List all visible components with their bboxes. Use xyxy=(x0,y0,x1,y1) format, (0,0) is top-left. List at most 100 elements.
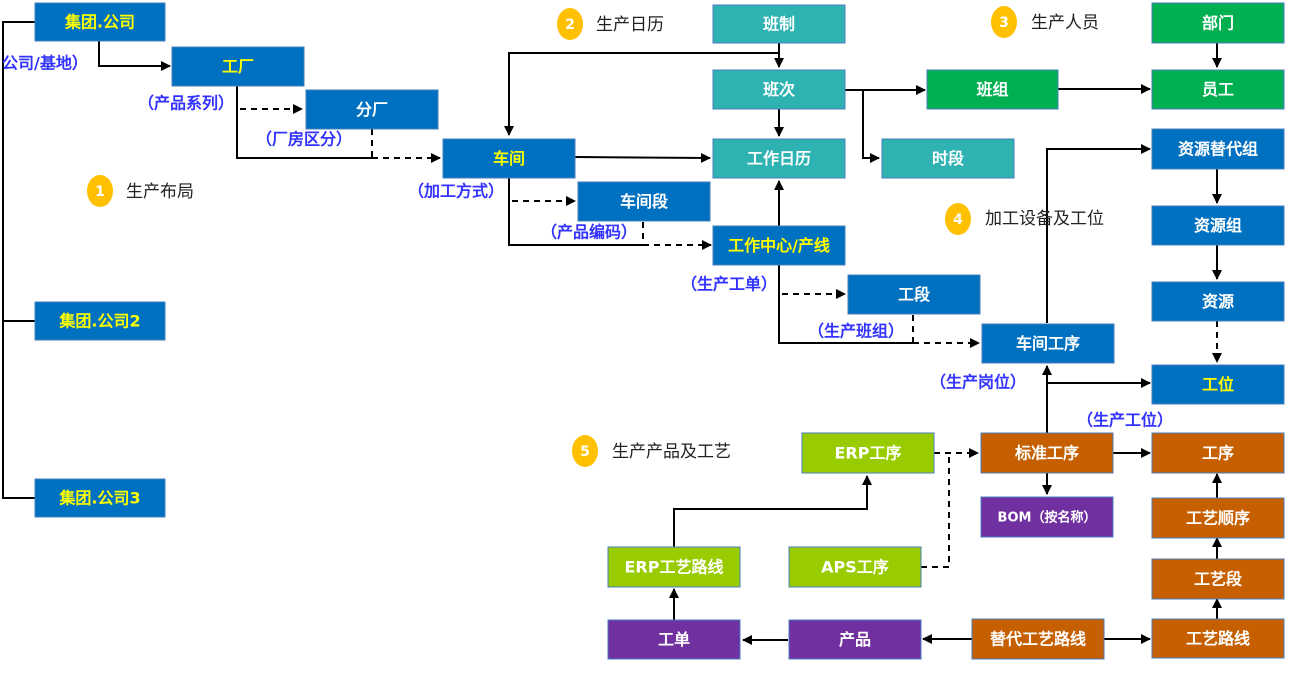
node-box xyxy=(847,274,981,315)
node-label: 班制 xyxy=(763,15,795,34)
node-label: 分厂 xyxy=(356,100,388,119)
note-product-code: （产品编码） xyxy=(541,223,637,242)
edge-process-altgroup xyxy=(1046,144,1151,323)
node-label: 车间工序 xyxy=(1016,334,1080,353)
node-box xyxy=(1151,558,1285,600)
badge-4-icon xyxy=(945,203,971,235)
note-production-team: （生产班组） xyxy=(808,322,904,341)
section-5: 5 生产产品及工艺 xyxy=(572,435,731,467)
node-label: 资源替代组 xyxy=(1178,140,1258,159)
section-4: 4 加工设备及工位 xyxy=(945,203,1104,235)
node-label: 车间段 xyxy=(620,192,669,211)
node-section: 工段 xyxy=(847,274,981,315)
node-label: 集团.公司2 xyxy=(58,312,140,331)
node-label: 标准工序 xyxy=(1014,444,1079,463)
node-box xyxy=(1151,281,1285,322)
connectors xyxy=(2,21,1222,645)
edge-workshop-wc xyxy=(508,178,643,246)
node-time-period: 时段 xyxy=(881,138,1015,179)
node-box xyxy=(607,546,741,588)
section-2: 2 生产日历 xyxy=(557,8,664,40)
node-label: 工作日历 xyxy=(747,149,811,168)
node-standard-process: 标准工序 xyxy=(980,432,1114,474)
note-company-base: 公司/基地） xyxy=(2,54,88,73)
node-team: 班组 xyxy=(926,69,1059,110)
node-label: 资源组 xyxy=(1194,216,1242,235)
node-box xyxy=(1151,128,1285,170)
node-label: 工序 xyxy=(1202,444,1234,463)
node-label: 工艺顺序 xyxy=(1186,509,1250,528)
section-1-label: 生产布局 xyxy=(126,182,194,202)
node-workshop: 车间 xyxy=(442,138,576,179)
node-work-order: 工单 xyxy=(607,619,741,660)
section-1: 1 生产布局 xyxy=(87,175,194,207)
node-label: 工作中心/产线 xyxy=(728,236,830,255)
node-label: 工位 xyxy=(1202,375,1234,394)
section-4-label: 加工设备及工位 xyxy=(985,209,1104,229)
node-label: 工段 xyxy=(898,285,931,304)
node-box xyxy=(1151,618,1285,659)
node-box xyxy=(801,432,935,474)
node-product: 产品 xyxy=(788,619,922,660)
node-box xyxy=(788,546,922,588)
edge-shift-period xyxy=(862,90,880,163)
node-employee: 员工 xyxy=(1151,69,1285,110)
node-label: 产品 xyxy=(839,630,871,649)
node-resource: 资源 xyxy=(1151,281,1285,322)
badge-4-number: 4 xyxy=(953,212,963,228)
edge-workshop-calendar xyxy=(574,152,711,163)
node-aps-process: APS工序 xyxy=(788,546,922,588)
node-label: 集团.公司 xyxy=(64,13,135,32)
node-label: 班组 xyxy=(976,80,1008,99)
node-factory: 工厂 xyxy=(171,46,305,87)
badge-2-number: 2 xyxy=(565,17,575,33)
section-3: 3 生产人员 xyxy=(991,6,1099,38)
node-box xyxy=(34,2,166,42)
edge-trunk-group xyxy=(2,21,35,499)
node-box xyxy=(788,619,922,660)
node-box xyxy=(607,619,741,660)
node-label: ERP工艺路线 xyxy=(625,558,724,577)
node-box xyxy=(1151,2,1285,44)
section-5-label: 生产产品及工艺 xyxy=(612,442,731,462)
node-box xyxy=(980,496,1114,538)
node-box xyxy=(981,323,1115,364)
node-resource-alt-group: 资源替代组 xyxy=(1151,128,1285,170)
node-box xyxy=(971,618,1105,660)
node-bom: BOM（按名称） xyxy=(980,496,1114,538)
node-label: 班次 xyxy=(763,80,795,99)
node-resource-group: 资源组 xyxy=(1151,205,1285,246)
node-group-company-3: 集团.公司3 xyxy=(34,478,166,518)
node-label: 替代工艺路线 xyxy=(990,630,1086,649)
badge-1-icon xyxy=(87,175,113,207)
edge-route-erp xyxy=(673,475,872,547)
node-work-center: 工作中心/产线 xyxy=(712,225,846,266)
badge-3-number: 3 xyxy=(999,15,1009,31)
node-label: 工单 xyxy=(658,630,690,649)
node-erp-route: ERP工艺路线 xyxy=(607,546,741,588)
node-box xyxy=(442,138,576,179)
node-label: 工厂 xyxy=(222,57,254,76)
node-box xyxy=(712,69,846,110)
node-box xyxy=(926,69,1059,110)
edge-aps-std xyxy=(921,453,950,568)
node-box xyxy=(1151,364,1285,405)
notes: 公司/基地） （产品系列） （厂房区分） （加工方式） （产品编码） （生产工单… xyxy=(2,54,1173,430)
node-box xyxy=(980,432,1114,474)
edge-group-factory xyxy=(98,41,171,71)
node-process: 工序 xyxy=(1151,432,1285,474)
node-box xyxy=(34,478,166,518)
edge-factory-workshop xyxy=(236,108,372,159)
node-box xyxy=(1151,432,1285,474)
node-box xyxy=(1151,69,1285,110)
node-workshop-section: 车间段 xyxy=(577,181,711,222)
node-group-company: 集团.公司 xyxy=(34,2,166,42)
node-department: 部门 xyxy=(1151,2,1285,44)
note-production-post: （生产岗位） xyxy=(930,373,1026,392)
node-box xyxy=(34,301,166,341)
note-plant-division: （厂房区分） xyxy=(256,130,352,149)
node-box xyxy=(171,46,305,87)
badge-5-icon xyxy=(572,435,598,467)
section-3-label: 生产人员 xyxy=(1031,13,1099,33)
